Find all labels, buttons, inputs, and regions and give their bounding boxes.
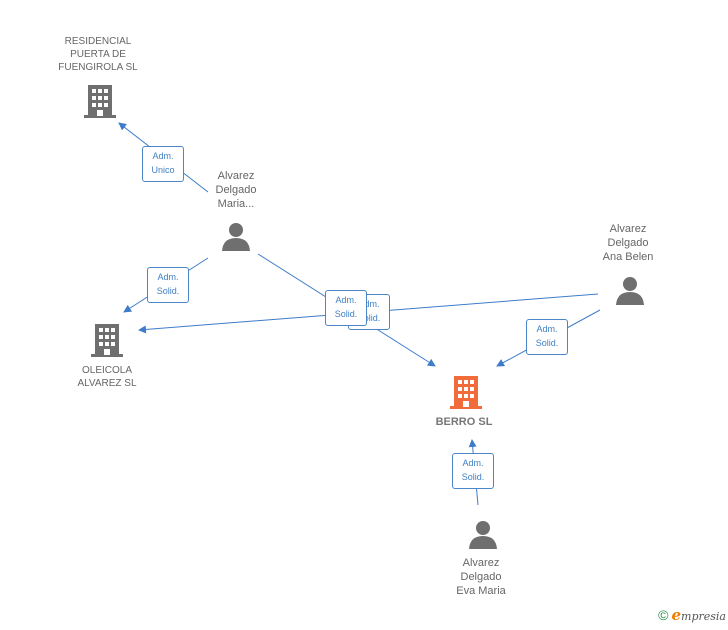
building-icon-berro[interactable] [450,376,482,409]
role-line: Solid. [461,472,485,482]
label-line: Delgado [460,571,502,583]
node-label-ana[interactable]: Alvarez Delgado Ana Belen [568,222,688,264]
node-label-residencial[interactable]: RESIDENCIAL PUERTA DE FUENGIROLA SL [38,35,158,74]
role-badge-maria-residencial[interactable]: Adm. Unico [142,146,184,182]
copyright-icon: © [658,607,669,623]
role-badge-maria-oleicola[interactable]: Adm. Solid. [147,267,189,303]
node-label-maria[interactable]: Alvarez Delgado Maria... [176,169,296,211]
role-badge-ana-berro[interactable]: Adm. Solid. [526,319,568,355]
label-line: Maria... [217,198,255,210]
node-label-oleicola[interactable]: OLEICOLA ALVAREZ SL [47,364,167,390]
label-line: Delgado [215,184,257,196]
label-line: Ana Belen [602,251,654,263]
label-line: Alvarez [217,170,255,182]
label-line: Alvarez [462,557,500,569]
role-line: Adm. [536,324,558,334]
label-line: FUENGIROLA SL [58,62,138,73]
label-line: BERRO SL [435,416,493,428]
label-line: OLEICOLA [81,365,133,376]
label-line: RESIDENCIAL [64,36,132,47]
role-line: Adm. [152,151,174,161]
role-badge-eva-berro[interactable]: Adm. Solid. [452,453,494,489]
person-icon-maria[interactable] [222,223,250,251]
person-icon-ana[interactable] [616,277,644,305]
role-line: Unico [151,165,175,175]
label-line: Eva Maria [456,585,506,597]
role-line: Adm. [157,272,179,282]
role-line: Adm. [462,458,484,468]
label-line: Alvarez [609,223,647,235]
role-line: Solid. [535,338,559,348]
building-icon-residencial[interactable] [84,85,116,118]
role-line: Solid. [357,313,381,323]
role-line: Adm. [358,299,380,309]
role-badge-maria-berro[interactable]: Adm. Solid. [325,290,367,326]
role-line: Solid. [334,309,358,319]
label-line: Delgado [607,237,649,249]
building-icon-oleicola[interactable] [91,324,123,357]
node-label-eva[interactable]: Alvarez Delgado Eva Maria [421,556,541,598]
brand-logo: empresia [671,606,726,624]
person-icon-eva[interactable] [469,521,497,549]
label-line: PUERTA DE [70,49,126,60]
footer-brand[interactable]: ©empresia [658,606,726,624]
node-label-berro[interactable]: BERRO SL [404,415,524,429]
role-line: Solid. [156,286,180,296]
role-line: Adm. [335,295,357,305]
label-line: ALVAREZ SL [77,378,137,389]
